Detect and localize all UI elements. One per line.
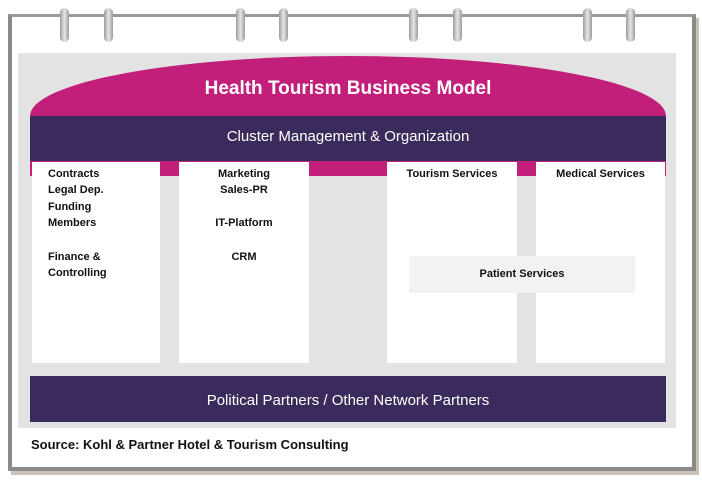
column-item: Controlling (48, 267, 107, 279)
column-item: Contracts (48, 168, 100, 180)
column-item: Legal Dep. (48, 184, 104, 196)
column-marketing: Marketing Sales-PR IT-Platform CRM (179, 162, 309, 363)
binder-ring-icon (279, 8, 288, 42)
source-caption: Source: Kohl & Partner Hotel & Tourism C… (31, 437, 349, 452)
column-admin: Contracts Legal Dep. Funding Members Fin… (32, 162, 160, 363)
column-item: Sales-PR (220, 184, 268, 196)
binder-ring-icon (104, 8, 113, 42)
patient-services-box: Patient Services (409, 256, 635, 293)
binder-ring-icon (60, 8, 69, 42)
diagram-title: Health Tourism Business Model (204, 78, 492, 99)
binder-ring-icon (453, 8, 462, 42)
column-item: Funding (48, 201, 92, 213)
column-item: Members (48, 217, 97, 229)
binder-ring-icon (409, 8, 418, 42)
partners-bar: Political Partners / Other Network Partn… (30, 376, 666, 422)
column-item: Finance & (48, 251, 101, 263)
binder-ring-icon (583, 8, 592, 42)
cluster-management-bar: Cluster Management & Organization (30, 116, 666, 161)
column-heading: Medical Services (556, 168, 645, 180)
binder-ring-icon (236, 8, 245, 42)
column-heading: Tourism Services (406, 168, 498, 180)
column-item: IT-Platform (215, 217, 273, 229)
binder-ring-icon (626, 8, 635, 42)
column-item: CRM (231, 251, 257, 263)
column-item: Marketing (218, 168, 270, 180)
